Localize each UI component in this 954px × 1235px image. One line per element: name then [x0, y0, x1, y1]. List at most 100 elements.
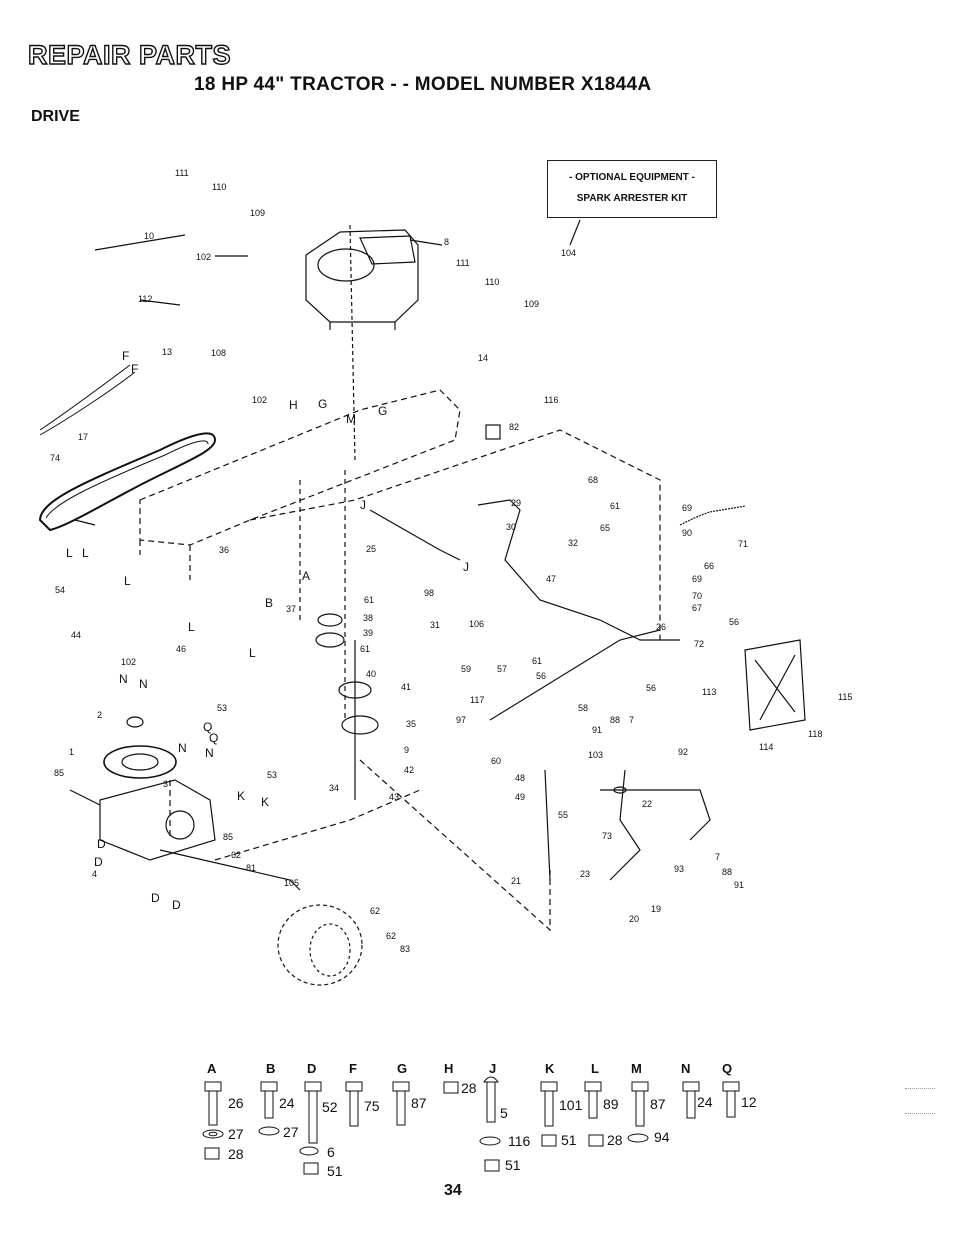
key-F-item-1: 75: [364, 1098, 380, 1114]
callout-103: 103: [588, 750, 603, 760]
callout-71: 71: [738, 539, 748, 549]
callout-31: 31: [430, 620, 440, 630]
callout-118: 118: [808, 729, 822, 739]
callout-K2: K: [261, 795, 269, 809]
key-B-item-2: 27: [283, 1124, 299, 1140]
callout-N3: N: [178, 741, 187, 755]
key-L-item-2: 28: [607, 1132, 623, 1148]
key-letter-H: H: [444, 1061, 453, 1076]
callout-8: 8: [444, 237, 449, 247]
key-N-item-1: 24: [697, 1094, 713, 1110]
callout-3: 3: [163, 779, 168, 789]
callout-20: 20: [629, 914, 639, 924]
callout-M: M: [346, 412, 356, 426]
key-letter-F: F: [349, 1061, 357, 1076]
callout-54: 54: [55, 585, 65, 595]
callout-44: 44: [71, 630, 81, 640]
callout-92: 92: [678, 747, 688, 757]
callout-108: 108: [211, 348, 226, 358]
callout-85: 85: [54, 768, 64, 778]
callout-26: 26: [656, 622, 666, 632]
callout-L2: L: [82, 546, 89, 560]
callout-56: 56: [729, 617, 739, 627]
callout-Q2: Q: [209, 731, 218, 745]
spark-arrester-label: SPARK ARRESTER KIT: [576, 193, 688, 204]
callout-43: 43: [389, 792, 399, 802]
key-K-item-1: 101: [559, 1097, 583, 1113]
callout-25: 25: [366, 544, 376, 554]
callout-49: 49: [515, 792, 525, 802]
callout-2: 2: [97, 710, 102, 720]
key-J-item-3: 51: [505, 1157, 521, 1173]
callout-66: 66: [704, 561, 714, 571]
callout-117: 117: [470, 695, 484, 705]
callout-D: D: [97, 837, 106, 851]
callout-110b: 110: [485, 277, 499, 287]
callout-34: 34: [329, 783, 339, 793]
callout-61d: 61: [532, 656, 542, 666]
callout-56c: 56: [646, 683, 656, 693]
key-letter-B: B: [266, 1061, 275, 1076]
callout-105: 105: [284, 878, 299, 888]
callout-L: L: [66, 546, 73, 560]
key-letter-D: D: [307, 1061, 316, 1076]
callout-47: 47: [546, 574, 556, 584]
callout-109: 109: [250, 208, 265, 218]
model-subtitle: 18 HP 44" TRACTOR - - MODEL NUMBER X1844…: [194, 74, 652, 95]
callout-69b: 69: [692, 574, 702, 584]
callout-23: 23: [580, 869, 590, 879]
key-M-item-2: 94: [654, 1129, 670, 1145]
callout-L4: L: [188, 620, 195, 634]
scan-edge-mark: [905, 1088, 935, 1114]
callout-K: K: [237, 789, 245, 803]
callout-81: 81: [246, 863, 256, 873]
key-letter-G: G: [397, 1061, 407, 1076]
callout-1: 1: [69, 747, 74, 757]
callout-115: 115: [838, 692, 852, 702]
callout-N4: N: [205, 746, 214, 760]
callout-109b: 109: [524, 299, 539, 309]
callout-F2: F: [131, 362, 138, 376]
callout-72: 72: [694, 639, 704, 649]
callout-10: 10: [144, 231, 154, 241]
callout-30: 30: [506, 522, 516, 532]
callout-62b: 62: [370, 906, 380, 916]
callout-38: 38: [363, 613, 373, 623]
callout-85b: 85: [223, 832, 233, 842]
optional-equipment-label: - OPTIONAL EQUIPMENT -: [569, 172, 695, 183]
callout-111: 111: [175, 168, 189, 178]
callout-53b: 53: [267, 770, 277, 780]
callout-58: 58: [578, 703, 588, 713]
callout-106: 106: [469, 619, 484, 629]
callout-48: 48: [515, 773, 525, 783]
key-letter-N: N: [681, 1061, 690, 1076]
callout-102: 102: [196, 252, 211, 262]
key-letter-L: L: [591, 1061, 599, 1076]
callout-13: 13: [162, 347, 172, 357]
callout-D4: D: [172, 898, 181, 912]
callout-61b: 61: [364, 595, 374, 605]
callout-53: 53: [217, 703, 227, 713]
callout-29: 29: [511, 498, 521, 508]
callout-D2: D: [94, 855, 103, 869]
callout-21: 21: [511, 876, 521, 886]
callout-17: 17: [78, 432, 88, 442]
callout-62c: 62: [386, 931, 396, 941]
callout-60: 60: [491, 756, 501, 766]
key-J-item-1: 5: [500, 1105, 508, 1121]
callout-4: 4: [92, 869, 97, 879]
callout-61: 61: [610, 501, 620, 511]
callout-70: 70: [692, 591, 702, 601]
callout-7: 7: [629, 715, 634, 725]
key-A-item-1: 26: [228, 1095, 244, 1111]
callout-22: 22: [642, 799, 652, 809]
callout-G2: G: [378, 404, 387, 418]
callout-67: 67: [692, 603, 702, 613]
callout-59: 59: [461, 664, 471, 674]
callout-83: 83: [400, 944, 410, 954]
section-heading: DRIVE: [31, 108, 80, 125]
callout-42: 42: [404, 765, 414, 775]
key-D-item-1: 52: [322, 1099, 338, 1115]
callout-19: 19: [651, 904, 661, 914]
callout-H: H: [289, 398, 298, 412]
